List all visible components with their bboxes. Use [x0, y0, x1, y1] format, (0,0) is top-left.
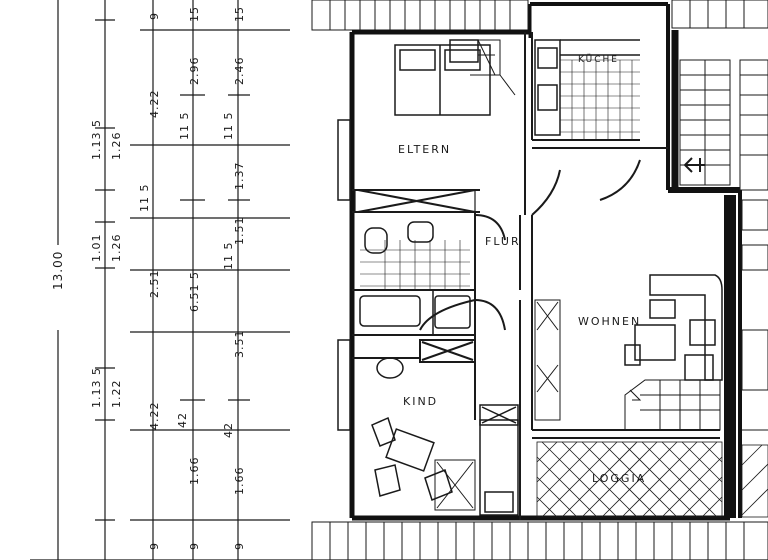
dim-c3-3: 6.51 5 [188, 271, 201, 312]
top-balcony-railing [311, 0, 768, 31]
kitchen-tiles [560, 59, 640, 140]
dim-c3-0: 15 [188, 6, 201, 22]
dim-c4-2: 11 5 [222, 112, 235, 141]
exterior-walls [349, 2, 742, 521]
room-label-flur: FLUR [485, 235, 521, 248]
stair-hatch [470, 39, 516, 96]
kind-desk [371, 357, 453, 501]
room-labels: ELTERN KÜCHE FLUR WOHNEN KIND LOGGIA [398, 54, 646, 485]
room-label-kind: KIND [403, 395, 438, 408]
kitchen-counter [534, 39, 640, 136]
living-stairs [624, 379, 721, 431]
double-bed [394, 39, 491, 116]
dim-c3-1: 2.96 [188, 57, 201, 86]
dim-c4-0: 15 [233, 6, 246, 22]
entrance-arrow-icon [683, 157, 705, 173]
dim-c1-0: 1.13 5 [90, 119, 103, 160]
room-label-kueche: KÜCHE [578, 54, 619, 65]
dim-c4-7: 42 [222, 422, 235, 438]
wardrobe [354, 189, 476, 213]
dim-c2-4: 4.22 [148, 402, 161, 431]
room-label-loggia: LOGGIA [592, 472, 646, 485]
dim-c2-1: 4.22 [148, 90, 161, 119]
living-sofa [624, 274, 723, 381]
loggia-hatch [536, 441, 768, 518]
dim-c4-5: 11 5 [222, 242, 235, 271]
dim-c4-3: 1.37 [233, 162, 246, 191]
dim-c1-5: 1.22 [110, 380, 123, 409]
dim-c3-6: 9 [188, 542, 201, 550]
dim-total: 13.00 [51, 251, 65, 290]
dimension-labels: 13.00 1.13 5 1.26 1.01 1.26 1.13 5 1.22 … [51, 6, 246, 550]
dim-c4-6: 3.51 [233, 330, 246, 359]
dim-c4-8: 1.66 [233, 467, 246, 496]
living-shelf [534, 299, 561, 421]
room-label-eltern: ELTERN [398, 143, 451, 156]
interior-walls [352, 32, 720, 520]
dim-c2-3: 2.51 [148, 270, 161, 299]
dim-c2-2: 11 5 [138, 184, 151, 213]
dim-c4-9: 9 [233, 542, 246, 550]
dim-c2-5: 9 [148, 542, 161, 550]
dim-c4-4: 1.51 [233, 217, 246, 246]
dim-c4-1: 2.46 [233, 57, 246, 86]
dim-c3-4: 42 [176, 412, 189, 428]
dimension-lines [30, 0, 768, 560]
dim-c1-1: 1.26 [110, 132, 123, 161]
dim-c1-3: 1.26 [110, 234, 123, 263]
dim-c3-5: 1.66 [188, 457, 201, 486]
bottom-railing [311, 521, 768, 560]
dim-c1-4: 1.13 5 [90, 367, 103, 408]
kind-bed [479, 404, 519, 516]
kind-closet [434, 459, 476, 511]
room-label-wohnen: WOHNEN [578, 315, 641, 328]
bath-tiles [360, 240, 470, 290]
bath-fixtures [359, 221, 471, 335]
dim-c2-0: 9 [148, 12, 161, 20]
dim-c3-2: 11 5 [178, 112, 191, 141]
left-windows [337, 119, 351, 431]
dim-c1-2: 1.01 [90, 234, 103, 263]
